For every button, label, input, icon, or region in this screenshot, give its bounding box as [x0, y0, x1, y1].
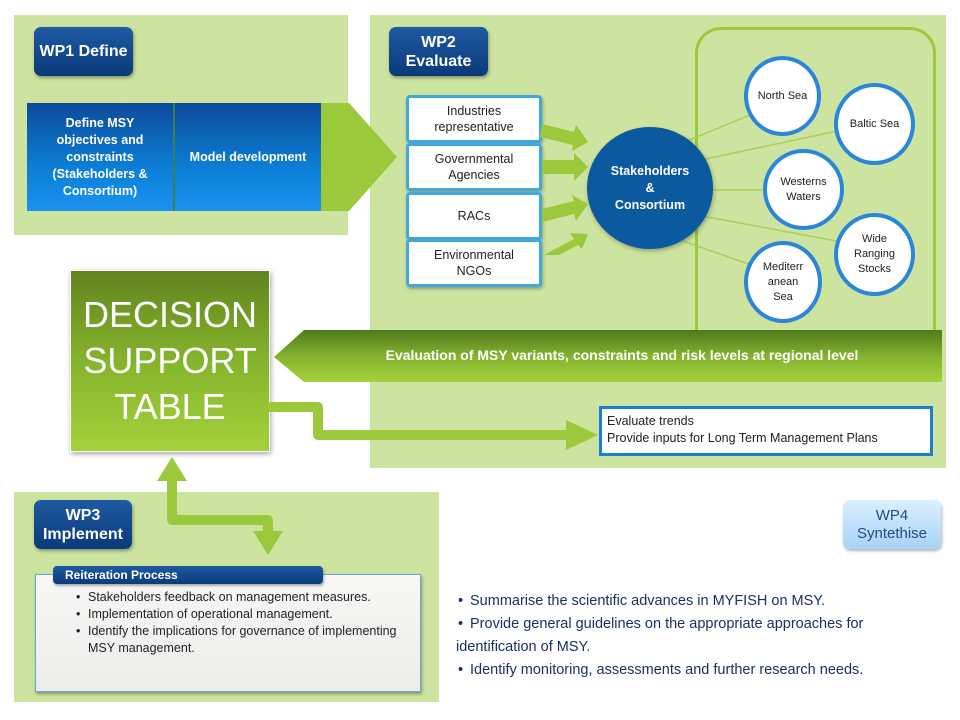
evaluation-banner-shape: [274, 330, 942, 382]
region-north-sea: North Sea: [744, 56, 821, 136]
stakeholders-consortium-hub: Stakeholders&Consortium: [587, 127, 713, 249]
table-to-outputs-arrow: [268, 402, 598, 450]
reiteration-process-title: Reiteration Process: [53, 566, 323, 584]
outputs-box: Evaluate trends Provide inputs for Long …: [599, 406, 933, 456]
reiteration-bullet: Stakeholders feedback on management meas…: [74, 589, 412, 606]
wp1-to-wp2-arrow: [321, 103, 397, 211]
reiteration-bullets: Stakeholders feedback on management meas…: [74, 589, 412, 657]
reiteration-bullet: Identify the implications for governance…: [74, 623, 412, 657]
stakeholder-arrows: [540, 124, 588, 255]
wp4-bullet: Provide general guidelines on the approp…: [456, 613, 946, 659]
evaluation-banner-text: Evaluation of MSY variants, constraints …: [385, 347, 859, 363]
output-evaluate-trends: Evaluate trends: [607, 414, 694, 428]
table-wp3-bidirectional-arrow: [157, 457, 283, 555]
arrow-racs: [542, 195, 588, 222]
wp1-label: WP1 Define: [34, 27, 133, 76]
reiteration-process-box: Stakeholders feedback on management meas…: [35, 574, 421, 692]
region-baltic-sea: Baltic Sea: [834, 83, 915, 165]
wp4-bullet: Summarise the scientific advances in MYF…: [456, 590, 946, 613]
arrow-governmental: [542, 153, 588, 181]
arrow-industries: [540, 124, 588, 151]
wp1-step-model: Model development: [175, 103, 321, 211]
output-inputs-ltmp: Provide inputs for Long Term Management …: [607, 431, 878, 445]
reiteration-bullet: Implementation of operational management…: [74, 606, 412, 623]
wp4-bullet: Identify monitoring, assessments and fur…: [456, 659, 946, 682]
wp1-step-objectives: Define MSY objectives and constraints (S…: [27, 103, 173, 211]
wp4-bullets: Summarise the scientific advances in MYF…: [456, 590, 946, 682]
stakeholder-racs: RACs: [406, 192, 542, 240]
wp1-step-divider: [173, 103, 175, 211]
arrow-ngos: [544, 233, 588, 255]
